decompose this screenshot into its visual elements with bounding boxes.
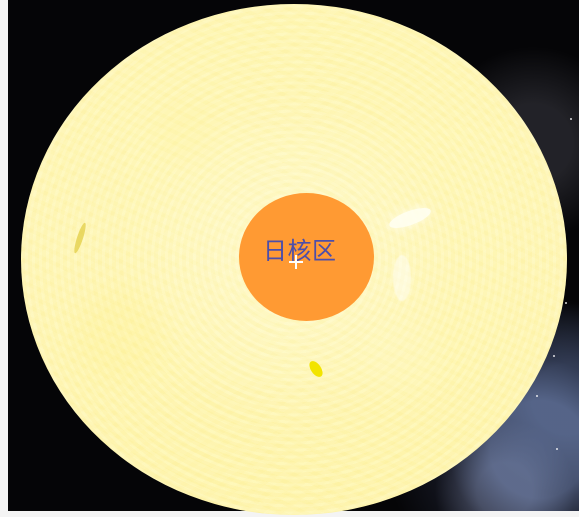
surface-flare — [72, 221, 88, 255]
surface-flare — [386, 203, 434, 233]
star — [570, 118, 572, 120]
surface-flare — [393, 255, 411, 301]
core-label: 日核区 — [263, 237, 337, 265]
surface-flare — [306, 358, 326, 380]
sun-core-region[interactable] — [239, 193, 374, 321]
crosshair-icon — [289, 255, 303, 269]
